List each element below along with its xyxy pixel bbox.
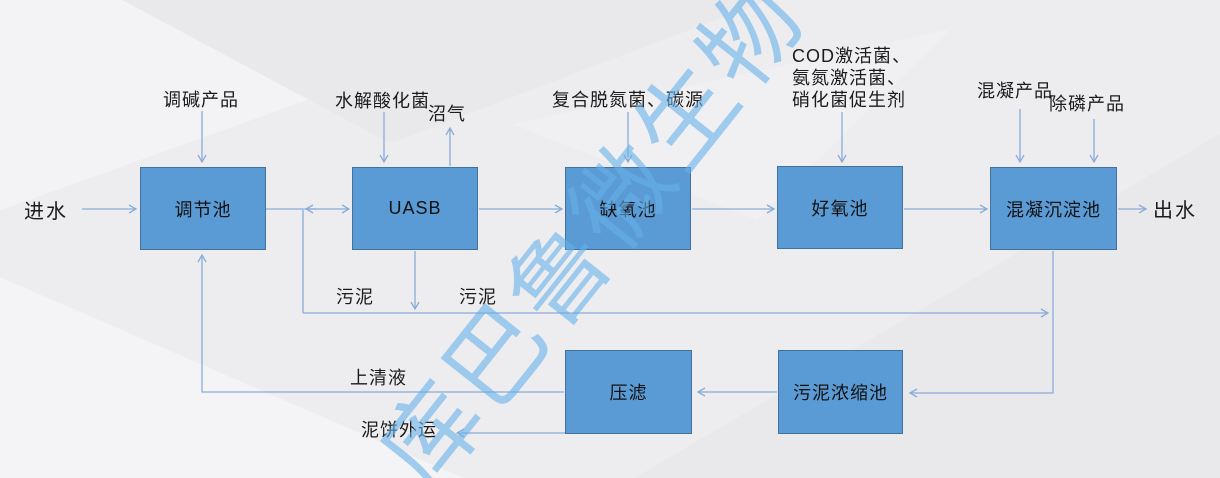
denitrifying-bacteria-label: 复合脱氮菌、碳源 bbox=[552, 90, 704, 110]
box-regulation-tank: 调节池 bbox=[140, 167, 266, 250]
cod-activator-line2: 氨氮激活菌、 bbox=[792, 68, 906, 88]
sludge-cake-label: 泥饼外运 bbox=[361, 420, 437, 440]
hydrolytic-bacteria-label: 水解酸化菌 bbox=[335, 91, 430, 111]
sludge-label-right: 污泥 bbox=[459, 287, 497, 307]
box-aerobic-tank: 好氧池 bbox=[777, 166, 903, 249]
supernatant-label: 上清液 bbox=[350, 368, 407, 388]
cod-activator-line3: 硝化菌促生剂 bbox=[792, 90, 906, 110]
box-coagulation-sedimentation-tank: 混凝沉淀池 bbox=[990, 167, 1117, 250]
influent-label: 进水 bbox=[24, 201, 68, 223]
cod-activator-line1: COD激活菌、 bbox=[792, 46, 911, 66]
sludge-label-left: 污泥 bbox=[336, 287, 374, 307]
phosphorus-removal-label: 除磷产品 bbox=[1049, 94, 1125, 114]
cod-activator-label: COD激活菌、 氨氮激活菌、 硝化菌促生剂 bbox=[792, 45, 911, 111]
effluent-label: 出水 bbox=[1153, 200, 1197, 222]
coagulant-product-label: 混凝产品 bbox=[977, 81, 1053, 101]
alkali-product-label: 调碱产品 bbox=[163, 90, 239, 110]
box-anoxic-tank: 缺氧池 bbox=[565, 167, 691, 250]
box-filter-press: 压滤 bbox=[565, 350, 692, 434]
supernatant-return-arrow bbox=[197, 253, 564, 393]
coagulation-sludge-drop bbox=[908, 251, 1054, 398]
biogas-label: 沼气 bbox=[428, 104, 466, 124]
box-uasb-reactor: UASB bbox=[352, 167, 478, 250]
box-sludge-thickener: 污泥浓缩池 bbox=[778, 350, 903, 434]
